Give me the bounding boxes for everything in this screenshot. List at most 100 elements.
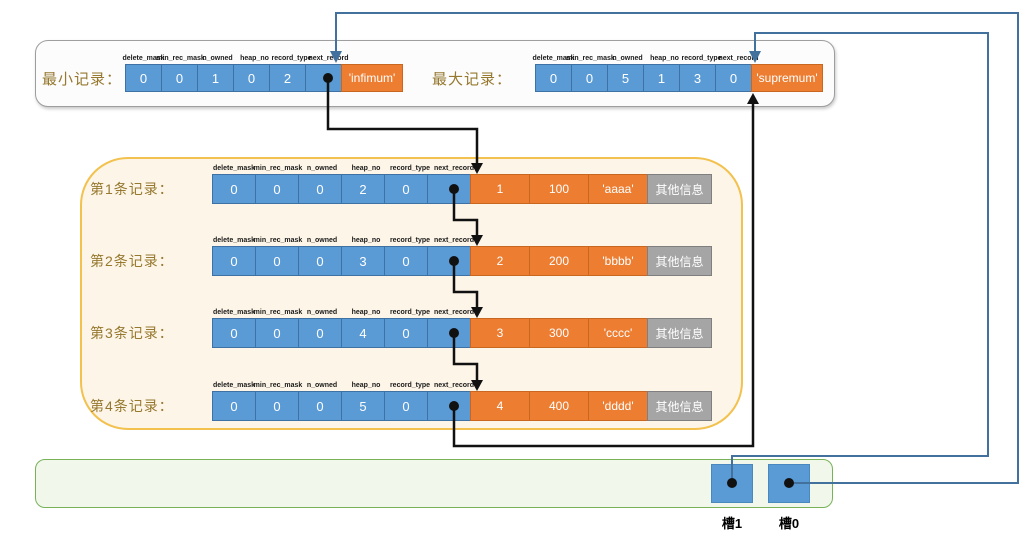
record-header-cell: 0 [212, 174, 256, 204]
field-label-heap-no: heap_no [650, 55, 679, 62]
field-label-next-record: next_record [433, 237, 475, 244]
field-label-heap-no: heap_no [351, 382, 381, 389]
record-next-record-pointer-cell [427, 391, 471, 421]
slot-0-label: 槽0 [778, 516, 800, 531]
record-label: 第3条记录： [90, 325, 174, 341]
record-data-cell: 3 [470, 318, 530, 348]
slot-0-square [768, 464, 810, 503]
record-label: 第4条记录： [90, 398, 174, 414]
record-field-labels: delete_mask min_rec_mask n_owned heap_no… [212, 234, 474, 244]
field-label-delete-mask: delete_mask [212, 382, 256, 389]
infimum-cell: 0 [161, 64, 198, 92]
supremum-cell: 0 [571, 64, 608, 92]
field-label-min-rec-mask: min_rec_mask [156, 55, 205, 62]
record-data-cell: 'aaaa' [588, 174, 648, 204]
field-label-min-rec-mask: min_rec_mask [566, 55, 615, 62]
record-data-cell: 1 [470, 174, 530, 204]
record-next-record-pointer-cell [427, 246, 471, 276]
record-header-cell: 0 [298, 318, 342, 348]
field-label-min-rec-mask: min_rec_mask [253, 165, 303, 172]
record-header-cell: 0 [384, 391, 428, 421]
record-data-cell: 2 [470, 246, 530, 276]
field-label-next-record: next_record [433, 382, 475, 389]
field-label-n-owned: n_owned [612, 55, 643, 62]
field-label-delete-mask: delete_mask [122, 55, 165, 62]
record-header-cell: 0 [212, 246, 256, 276]
slot-1-square [711, 464, 753, 503]
record-row: 第3条记录： delete_mask min_rec_mask n_owned … [0, 309, 1032, 348]
record-header-cell: 0 [255, 391, 299, 421]
record-label: 第1条记录： [90, 181, 174, 197]
record-row: 第4条记录： delete_mask min_rec_mask n_owned … [0, 382, 1032, 421]
field-label-heap-no: heap_no [351, 237, 381, 244]
record-field-labels: delete_mask min_rec_mask n_owned heap_no… [212, 162, 474, 172]
field-label-record-type: record_type [389, 382, 431, 389]
record-cells: 0 0 0 3 0 2 200 'bbbb' 其他信息 [212, 246, 712, 276]
field-label-heap-no: heap_no [351, 309, 381, 316]
infimum-cell: 2 [269, 64, 306, 92]
record-data-cell: 300 [529, 318, 589, 348]
record-header-cell: 0 [212, 318, 256, 348]
record-header-cell: 0 [255, 246, 299, 276]
record-cells: 0 0 0 4 0 3 300 'cccc' 其他信息 [212, 318, 712, 348]
supremum-cell: 3 [679, 64, 716, 92]
max-record-label: 最大记录： [432, 70, 513, 88]
supremum-cell: 1 [643, 64, 680, 92]
record-data-cell: 200 [529, 246, 589, 276]
infimum-cell: 0 [233, 64, 270, 92]
field-label-n-owned: n_owned [306, 382, 338, 389]
supremum-field-labels: delete_mask min_rec_mask n_owned heap_no… [532, 52, 758, 62]
field-label-next-record: next_record [308, 55, 349, 62]
field-label-min-rec-mask: min_rec_mask [253, 309, 303, 316]
field-label-n-owned: n_owned [306, 237, 338, 244]
infimum-row: 0 0 1 0 2 'infimum' [125, 64, 403, 92]
record-header-cell: 0 [384, 174, 428, 204]
field-label-record-type: record_type [389, 165, 431, 172]
field-label-next-record: next_record [433, 165, 475, 172]
field-label-delete-mask: delete_mask [212, 237, 256, 244]
field-label-next-record: next_record [433, 309, 475, 316]
field-label-delete-mask: delete_mask [212, 165, 256, 172]
record-other-info-cell: 其他信息 [647, 391, 712, 421]
record-row: 第2条记录： delete_mask min_rec_mask n_owned … [0, 237, 1032, 276]
record-header-cell: 5 [341, 391, 385, 421]
record-header-cell: 0 [298, 174, 342, 204]
record-header-cell: 0 [384, 318, 428, 348]
record-header-cell: 0 [384, 246, 428, 276]
field-label-min-rec-mask: min_rec_mask [253, 382, 303, 389]
field-label-record-type: record_type [389, 309, 431, 316]
record-data-cell: 'dddd' [588, 391, 648, 421]
record-header-cell: 0 [255, 318, 299, 348]
supremum-row: 0 0 5 1 3 0 'supremum' [535, 64, 823, 92]
record-data-cell: 4 [470, 391, 530, 421]
supremum-cell: 0 [535, 64, 572, 92]
record-other-info-cell: 其他信息 [647, 246, 712, 276]
min-record-label: 最小记录： [42, 70, 123, 88]
record-row: 第1条记录： delete_mask min_rec_mask n_owned … [0, 165, 1032, 204]
record-next-record-pointer-cell [427, 318, 471, 348]
field-label-n-owned: n_owned [306, 309, 338, 316]
infimum-cell: 0 [125, 64, 162, 92]
field-label-n-owned: n_owned [306, 165, 338, 172]
record-header-cell: 0 [212, 391, 256, 421]
record-other-info-cell: 其他信息 [647, 174, 712, 204]
record-data-cell: 400 [529, 391, 589, 421]
supremum-cell: 5 [607, 64, 644, 92]
field-label-record-type: record_type [389, 237, 431, 244]
supremum-name-cell: 'supremum' [751, 64, 823, 92]
record-header-cell: 2 [341, 174, 385, 204]
field-label-min-rec-mask: min_rec_mask [253, 237, 303, 244]
supremum-cell: 0 [715, 64, 752, 92]
infimum-name-cell: 'infimum' [341, 64, 403, 92]
record-header-cell: 0 [298, 246, 342, 276]
record-header-cell: 0 [298, 391, 342, 421]
record-other-info-cell: 其他信息 [647, 318, 712, 348]
field-label-heap-no: heap_no [240, 55, 269, 62]
record-field-labels: delete_mask min_rec_mask n_owned heap_no… [212, 379, 474, 389]
field-label-record-type: record_type [681, 55, 722, 62]
field-label-delete-mask: delete_mask [212, 309, 256, 316]
field-label-next-record: next_record [718, 55, 759, 62]
record-header-cell: 3 [341, 246, 385, 276]
record-header-cell: 0 [255, 174, 299, 204]
